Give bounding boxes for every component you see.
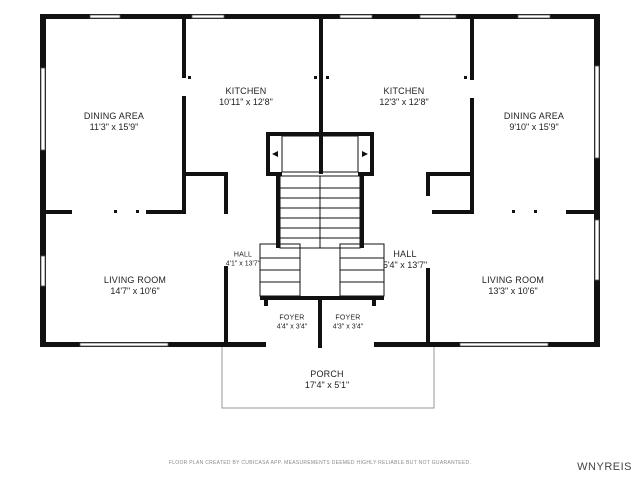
room-name: KITCHEN <box>225 85 267 96</box>
room-dimensions: 4'3" x 3'4" <box>332 323 364 330</box>
staircase <box>259 135 385 297</box>
room-dimensions: 9'10" x 15'9" <box>509 122 559 132</box>
room-dimensions: 12'3" x 12'8" <box>379 97 429 107</box>
room-living-right: LIVING ROOM 13'3" x 10'6" <box>482 275 544 298</box>
porch-outline <box>221 347 435 409</box>
room-dining-left: DINING AREA 11'3" x 15'9" <box>84 111 144 134</box>
room-porch: PORCH 17'4" x 5'1" <box>305 369 349 392</box>
room-foyer-right: FOYER 4'3" x 3'4" <box>333 314 364 332</box>
room-name: LIVING ROOM <box>481 274 545 285</box>
disclaimer-text: FLOOR PLAN CREATED BY CUBICASA APP. MEAS… <box>168 460 472 466</box>
interior-walls <box>46 14 594 346</box>
room-name: HALL <box>233 251 253 259</box>
room-dimensions: 17'4" x 5'1" <box>304 380 350 390</box>
door-markers <box>114 76 537 348</box>
room-name: FOYER <box>335 314 361 322</box>
room-dimensions: 14'7" x 10'6" <box>110 286 160 296</box>
room-name: DINING AREA <box>503 110 565 121</box>
room-name: PORCH <box>310 368 344 379</box>
room-name: LIVING ROOM <box>103 274 167 285</box>
room-dimensions: 5'4" x 13'7" <box>382 260 428 270</box>
room-dimensions: 4'4" x 3'4" <box>276 323 308 330</box>
room-dining-right: DINING AREA 9'10" x 15'9" <box>504 111 564 134</box>
room-kitchen-right: KITCHEN 12'3" x 12'8" <box>379 86 428 109</box>
room-name: FOYER <box>279 314 305 322</box>
room-dimensions: 13'3" x 10'6" <box>488 286 538 296</box>
room-kitchen-left: KITCHEN 10'11" x 12'8" <box>219 86 273 109</box>
room-name: KITCHEN <box>383 85 425 96</box>
room-dimensions: 10'11" x 12'8" <box>219 97 273 107</box>
room-dimensions: 11'3" x 15'9" <box>89 122 139 132</box>
room-name: DINING AREA <box>83 110 145 121</box>
room-living-left: LIVING ROOM 14'7" x 10'6" <box>104 275 166 298</box>
room-name: HALL <box>393 248 417 259</box>
brand-logo-text: WNYREIS <box>577 461 632 473</box>
windows <box>40 14 600 347</box>
room-hall-right: HALL 5'4" x 13'7" <box>383 249 427 272</box>
room-foyer-left: FOYER 4'4" x 3'4" <box>277 314 308 332</box>
room-hall-left: HALL 4'1" x 13'7" <box>226 251 261 269</box>
room-dimensions: 4'1" x 13'7" <box>225 260 261 267</box>
